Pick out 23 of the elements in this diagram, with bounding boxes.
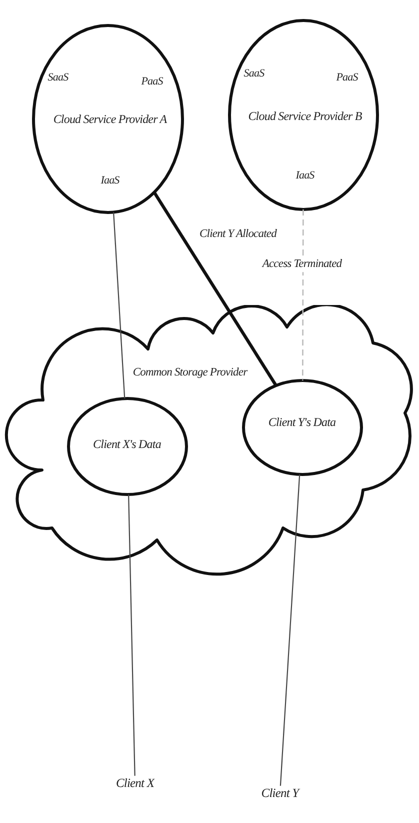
data-ellipse [242, 379, 363, 476]
provider-circle [228, 19, 379, 211]
service-model-label: SaaS [244, 68, 264, 80]
provider-name: Cloud Service Provider B [248, 110, 362, 124]
service-model-label: SaaS [48, 72, 68, 84]
data-ellipse [67, 397, 188, 496]
client-label: Client X [116, 776, 154, 790]
edge-label: Access Terminated [260, 258, 344, 272]
connector-line [280, 474, 300, 786]
data-label: Client Y's Data [268, 416, 336, 430]
connector-line [128, 494, 136, 776]
service-model-label: PaaS [336, 72, 358, 84]
service-model-label: PaaS [141, 76, 163, 88]
cloud-label: Common Storage Provider [132, 366, 248, 380]
service-model-label: IaaS [100, 174, 120, 188]
provider-circle [32, 24, 184, 214]
data-label: Client X's Data [93, 438, 161, 452]
client-label: Client Y [261, 786, 299, 800]
thick-connector-line [152, 191, 278, 386]
dashed-connector-line [302, 210, 304, 380]
connector-line [113, 212, 126, 399]
service-model-label: IaaS [296, 170, 314, 182]
provider-name: Cloud Service Provider A [53, 113, 167, 127]
